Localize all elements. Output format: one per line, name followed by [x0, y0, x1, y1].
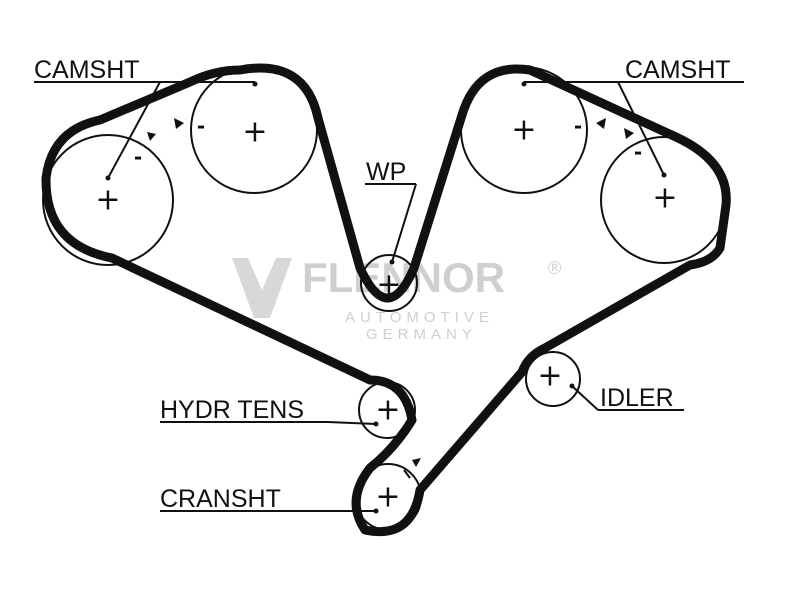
crankshaft-center-icon: + [375, 480, 400, 515]
timing-belt [41, 63, 731, 537]
water-pump-center-icon: + [376, 268, 401, 303]
crankshaft-arrow-icon [412, 458, 421, 467]
idler-pulley [525, 351, 581, 407]
watermark-line2: GERMANY [366, 326, 477, 343]
camshaft-right-leader-dot [521, 81, 527, 87]
camshaft-left-leader-outer [107, 81, 161, 179]
label-water-pump: WP [366, 158, 406, 186]
label-idler: IDLER [600, 384, 674, 412]
label-camshaft-left: CAMSHT [34, 56, 140, 84]
camshaft-left-outer-dot [105, 175, 111, 181]
label-camshaft-right: CAMSHT [625, 56, 731, 84]
hydraulic-tensioner-leader [327, 421, 377, 425]
water-pump-leader [391, 183, 417, 263]
hydraulic-tensioner-leader-dot [373, 421, 379, 427]
right-camshaft-inner-center-icon: + [511, 113, 536, 148]
left-camshaft-outer-minus-mark: - [134, 145, 142, 169]
idler-center-icon: + [537, 359, 562, 394]
left-camshaft-outer-pulley [42, 134, 174, 266]
water-pump-pulley [360, 254, 418, 312]
water-pump-leader-dot [389, 259, 395, 265]
crankshaft-timing-tick [403, 469, 411, 479]
left-camshaft-arrow-icon [174, 118, 184, 129]
idler-leader [571, 385, 599, 411]
left-camshaft-inner-minus-mark: - [197, 114, 205, 138]
left-camshaft-arrow-small-icon [147, 132, 156, 141]
crankshaft-leader-dot [373, 508, 379, 514]
right-camshaft-arrow-icon [596, 118, 606, 129]
right-camshaft-outer-center-icon: + [652, 181, 677, 216]
right-camshaft-arrow-small-icon [624, 128, 634, 139]
idler-leader-dot [569, 383, 575, 389]
hydraulic-tensioner-center-icon: + [375, 393, 400, 428]
right-camshaft-inner-minus-mark: - [574, 114, 582, 138]
watermark-logo-icon [232, 258, 292, 318]
label-hydraulic-tensioner: HYDR TENS [160, 396, 304, 424]
label-crankshaft: CRANSHT [160, 485, 281, 513]
watermark-line1: AUTOMOTIVE [345, 309, 494, 326]
camshaft-left-leader-dot [252, 81, 258, 87]
right-camshaft-outer-minus-mark: - [634, 140, 642, 164]
watermark-registered: ® [548, 258, 561, 278]
left-camshaft-inner-center-icon: + [242, 115, 267, 150]
camshaft-right-outer-dot [661, 172, 667, 178]
camshaft-right-leader-outer [617, 81, 665, 176]
left-camshaft-outer-center-icon: + [95, 183, 120, 218]
